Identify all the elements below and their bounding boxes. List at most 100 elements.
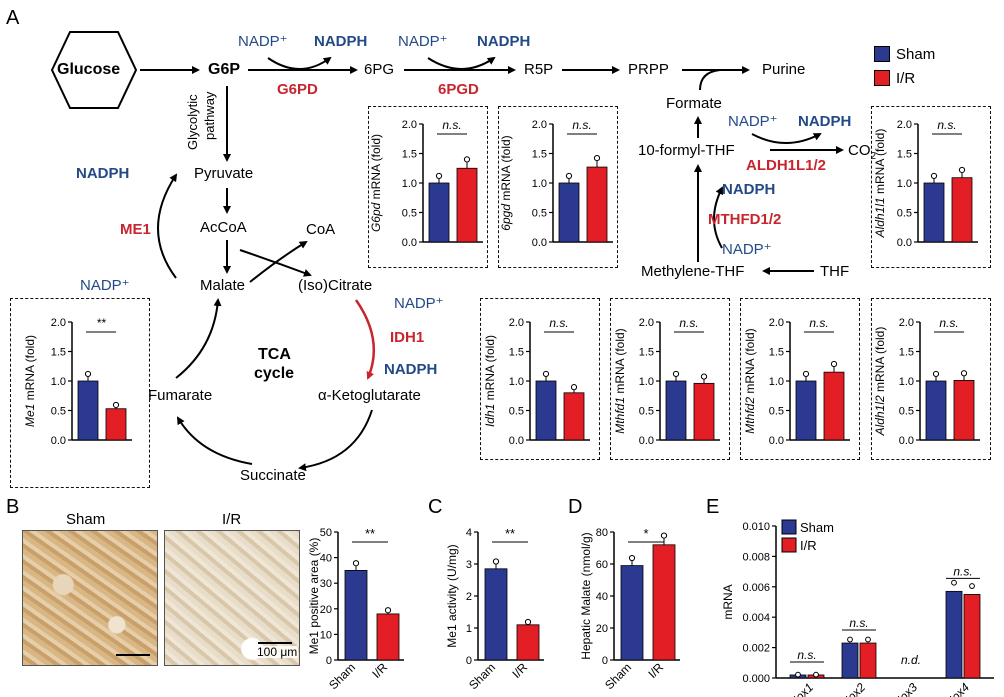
nadp-6pgd: NADP⁺ — [398, 33, 448, 50]
point-idh1-0 — [542, 370, 550, 378]
nadph-g6pd: NADPH — [314, 33, 368, 50]
point-E-Nox4-1 — [969, 583, 975, 589]
legend-swatch-ir — [874, 70, 890, 86]
y-tick-label-E: 0.010 — [742, 521, 770, 533]
y-label-me1: Me1 mRNA (fold) — [23, 335, 37, 427]
point-B-1 — [384, 607, 392, 614]
y-label-mthfd1: Mthfd1 mRNA (fold) — [613, 328, 627, 433]
y-tick-label-E: 0.000 — [742, 673, 770, 685]
x-tick-label-E-Nox2: Nox2 — [838, 680, 868, 697]
point-C-1 — [524, 618, 532, 626]
y-tick-label-idh1: 0.5 — [509, 406, 524, 418]
y-tick-label-aldh1l1: 0.0 — [897, 237, 912, 249]
thf-node: THF — [820, 263, 850, 280]
point-E-Nox1-1 — [813, 671, 819, 678]
bar-C-I/R — [516, 624, 540, 661]
bar-D-I/R — [652, 544, 676, 661]
y-label-gene-mthfd1: Mthfd1 — [613, 397, 627, 434]
bar-me1-Sham — [77, 380, 99, 441]
panel-letter-b: B — [6, 496, 20, 518]
sig-label-D: * — [643, 526, 648, 541]
box-6pgd — [498, 106, 618, 268]
y-tick-label-idh1: 1.5 — [509, 347, 524, 359]
legend-label-ir: I/R — [896, 70, 916, 87]
y-tick-label-g6pd: 2.0 — [402, 119, 417, 131]
y-tick-label-aldh1l1: 1.5 — [897, 149, 912, 161]
y-label-suffix-aldh1l2: mRNA (fold) — [873, 327, 887, 396]
sig-label-aldh1l2: n.s. — [939, 316, 958, 330]
y-label-suffix-6pgd: mRNA (fold) — [499, 135, 513, 204]
y-tick-label-D: 20 — [596, 623, 608, 635]
y-tick-label-idh1: 0.0 — [509, 435, 524, 447]
y-tick-label-C: 3 — [466, 559, 472, 571]
bar-aldh1l2-Sham — [925, 380, 947, 441]
point-C-0 — [492, 558, 500, 565]
y-tick-label-aldh1l2: 1.5 — [899, 347, 914, 359]
succinate-node: Succinate — [240, 467, 306, 484]
cycle-label: cycle — [254, 365, 295, 382]
y-tick-label-E: 0.002 — [742, 643, 770, 655]
y-tick-label-g6pd: 1.5 — [402, 149, 417, 161]
y-label-gene-aldh1l2: Aldh1l2 — [873, 395, 887, 436]
point-aldh1l2-1 — [960, 370, 968, 377]
purine-node: Purine — [762, 61, 806, 78]
y-label-suffix-mthfd1: mRNA (fold) — [613, 328, 627, 397]
micrograph-sham — [22, 530, 158, 666]
prpp-node: PRPP — [628, 61, 669, 78]
y-tick-label-mthfd2: 0.0 — [769, 435, 784, 447]
point-aldh1l1-1 — [958, 166, 966, 174]
fumarate-node: Fumarate — [148, 387, 213, 404]
y-tick-label-me1: 1.5 — [51, 347, 66, 359]
methylene-thf-node: Methylene-THF — [641, 263, 745, 280]
micrograph-label-sham: Sham — [66, 511, 106, 528]
point-mthfd2-0 — [802, 370, 810, 378]
y-tick-label-mthfd1: 1.0 — [639, 376, 654, 388]
sig-label-E-Nox4: n.s. — [953, 564, 972, 578]
box-aldh1l2 — [871, 298, 991, 460]
y-tick-label-me1: 1.0 — [51, 376, 66, 388]
y-label-D: Hepatic Malate (nmol/g) — [579, 532, 593, 659]
y-tick-label-C: 4 — [466, 527, 472, 539]
point-E-Nox2-1 — [865, 636, 871, 643]
y-tick-label-aldh1l2: 0.5 — [899, 406, 914, 418]
sig-label-aldh1l1: n.s. — [937, 118, 956, 132]
box-mthfd2 — [740, 298, 860, 460]
point-mthfd2-1 — [830, 360, 838, 368]
point-me1-1 — [112, 401, 120, 409]
bar-idh1-Sham — [535, 380, 557, 441]
y-tick-label-aldh1l2: 1.0 — [899, 376, 914, 388]
y-label-6pgd: 6pgd mRNA (fold) — [499, 135, 513, 230]
co2-node: CO2 — [848, 142, 877, 162]
glucose-node: Glucose — [57, 61, 121, 78]
point-aldh1l1-0 — [930, 172, 938, 180]
y-label-C: Me1 activity (U/mg) — [445, 544, 459, 647]
aldh1l-enzyme: ALDH1L1/2 — [746, 157, 827, 174]
scale-bar-ir — [258, 642, 292, 644]
nadp-me1: NADP⁺ — [80, 277, 130, 294]
point-mthfd1-1 — [700, 373, 708, 380]
y-tick-label-aldh1l2: 2.0 — [899, 317, 914, 329]
box-g6pd — [368, 106, 488, 268]
nadph-6pgd: NADPH — [477, 33, 531, 50]
pyruvate-node: Pyruvate — [194, 165, 254, 182]
nadph-idh1: NADPH — [384, 361, 438, 378]
formate-node: Formate — [666, 95, 722, 112]
legend-label-sham: Sham — [896, 46, 936, 63]
x-tick-label-E-Nox4: Nox4 — [942, 680, 972, 697]
tca-label: TCA — [258, 346, 291, 363]
micrograph-label-ir: I/R — [222, 511, 242, 528]
y-tick-label-C: 0 — [466, 655, 472, 667]
y-label-aldh1l2: Aldh1l2 mRNA (fold) — [873, 327, 887, 437]
sig-label-E-Nox2: n.s. — [849, 616, 868, 630]
accoa-node: AcCoA — [200, 219, 247, 236]
y-label-E: mRNA — [721, 584, 735, 619]
bar-C-Sham — [484, 568, 508, 661]
point-E-Nox2-0 — [847, 636, 853, 643]
point-idh1-1 — [570, 384, 578, 391]
sig-label-mthfd2: n.s. — [809, 316, 828, 330]
bar-g6pd-I/R — [456, 167, 478, 243]
point-B-0 — [352, 560, 360, 567]
y-tick-label-mthfd2: 2.0 — [769, 317, 784, 329]
